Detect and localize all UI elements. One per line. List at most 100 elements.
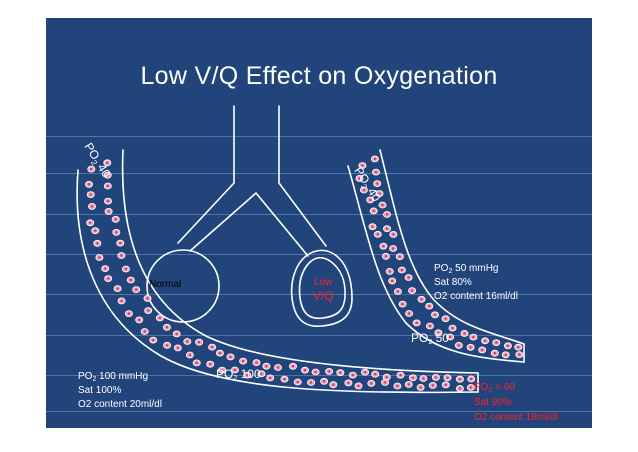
normal-lung-label: Normal (149, 279, 182, 290)
red-blood-cell-core (463, 332, 466, 335)
red-blood-cell-core (87, 183, 91, 186)
red-blood-cell-core (127, 312, 131, 315)
red-blood-cell-core (175, 332, 178, 336)
red-blood-cell-core (362, 188, 366, 192)
red-blood-cell-core (415, 321, 418, 325)
airway-inner-wall (189, 192, 309, 257)
red-blood-cell-core (493, 352, 496, 355)
gridline (46, 254, 592, 255)
gridline (46, 136, 592, 137)
red-blood-cell-core (89, 193, 92, 196)
red-blood-cell-core (209, 363, 212, 366)
right-info-po2: PO2 50 mmHg (434, 263, 499, 275)
right-info-content: O2 content 16ml/dl (434, 291, 518, 302)
red-blood-cell-core (246, 373, 249, 377)
red-blood-cell-core (446, 376, 449, 379)
red-blood-cell-core (241, 359, 245, 363)
red-blood-cell-core (420, 298, 423, 301)
red-blood-cell-core (384, 255, 388, 258)
slide-title: Low V/Q Effect on Oxygenation (140, 62, 498, 90)
left-info-po2: PO2 100 mmHg (78, 371, 149, 383)
red-blood-cell-core (392, 233, 395, 236)
red-blood-cell-core (457, 344, 460, 347)
red-blood-cell-core (411, 376, 415, 379)
red-blood-cell-core (269, 376, 272, 380)
red-blood-cell-core (434, 376, 438, 379)
red-blood-cell-core (106, 199, 110, 203)
red-blood-cell-core (94, 229, 97, 232)
red-blood-cell-core (104, 267, 107, 270)
red-blood-cell-core (374, 170, 378, 174)
mixed-info-sat: Sat 90% (474, 397, 512, 408)
gridline (46, 411, 592, 412)
slide: Low V/Q Effect on Oxygenation PO240 PO24… (46, 18, 592, 428)
red-blood-cell-core (106, 184, 109, 188)
red-blood-cell-core (119, 241, 122, 245)
red-blood-cell-core (371, 225, 374, 228)
red-blood-cell-core (358, 177, 361, 180)
red-blood-cell-core (146, 297, 149, 300)
red-blood-cell-core (98, 256, 101, 259)
red-blood-cell-core (363, 371, 367, 374)
red-blood-cell-core (135, 288, 138, 291)
low-vq-label-line2: V/Q (313, 289, 334, 303)
mixed-info-po2: PO2 = 60 (474, 382, 515, 394)
red-blood-cell-core (419, 386, 422, 389)
red-blood-cell-core (428, 324, 432, 328)
gridline (46, 375, 592, 376)
red-blood-cell-core (458, 387, 462, 390)
red-blood-cell-core (396, 384, 399, 388)
red-blood-cell-core (444, 317, 447, 320)
gridline (46, 214, 592, 215)
red-blood-cell-core (89, 221, 92, 224)
red-blood-cell-core (165, 326, 169, 329)
red-blood-cell-core (399, 374, 402, 377)
red-blood-cell-core (283, 377, 286, 381)
right-capillary-inner-wall (379, 149, 525, 345)
red-blood-cell-core (339, 371, 342, 374)
red-blood-cell-core (385, 376, 388, 379)
red-blood-cell-core (396, 290, 400, 293)
red-blood-cell-core (120, 254, 123, 257)
red-blood-cell-core (114, 218, 117, 221)
right-capillary-outer-wall (347, 165, 525, 363)
red-blood-cell-core (90, 205, 94, 208)
red-blood-cell-core (106, 161, 109, 164)
red-blood-cell-core (369, 198, 372, 202)
red-blood-cell-core (428, 304, 431, 308)
red-blood-cell-core (422, 377, 425, 380)
red-blood-cell-core (383, 381, 387, 384)
red-blood-cell-core (388, 270, 391, 273)
red-blood-cell-core (303, 369, 307, 372)
red-blood-cell-core (385, 213, 389, 216)
red-blood-cell-core (437, 331, 440, 334)
red-blood-cell-core (332, 383, 335, 386)
vq-diagram: PO240 PO240 (76, 105, 525, 394)
red-blood-cell-core (458, 378, 462, 381)
red-blood-cell-core (401, 302, 404, 306)
red-blood-cell-core (309, 381, 313, 384)
red-blood-cell-core (400, 268, 404, 272)
red-blood-cell-core (372, 209, 375, 213)
red-blood-cell-core (357, 384, 360, 388)
red-blood-cell-core (314, 370, 317, 374)
red-blood-cell-core (322, 380, 326, 383)
red-blood-cell-core (391, 247, 395, 250)
low-vq-alveolus-outer (290, 249, 353, 327)
red-blood-cell-core (327, 370, 331, 373)
red-blood-cell-core (376, 182, 379, 185)
red-blood-cell-core (106, 174, 109, 177)
left-po2-100-label: PO2 100 (216, 367, 261, 383)
airway-right-wall (278, 105, 327, 247)
red-blood-cell-core (107, 210, 110, 213)
red-blood-cell-core (233, 368, 237, 372)
red-blood-cell-core (296, 380, 299, 384)
red-blood-cell-core (495, 341, 498, 344)
red-blood-cell-core (116, 287, 119, 290)
mixed-info-content: O2 content 18ml/dl (474, 412, 558, 423)
gridline (46, 335, 592, 336)
red-blood-cell-core (373, 157, 377, 161)
red-blood-cell-core (506, 344, 510, 347)
red-blood-cell-core (483, 339, 487, 342)
red-blood-cell-core (220, 368, 224, 372)
